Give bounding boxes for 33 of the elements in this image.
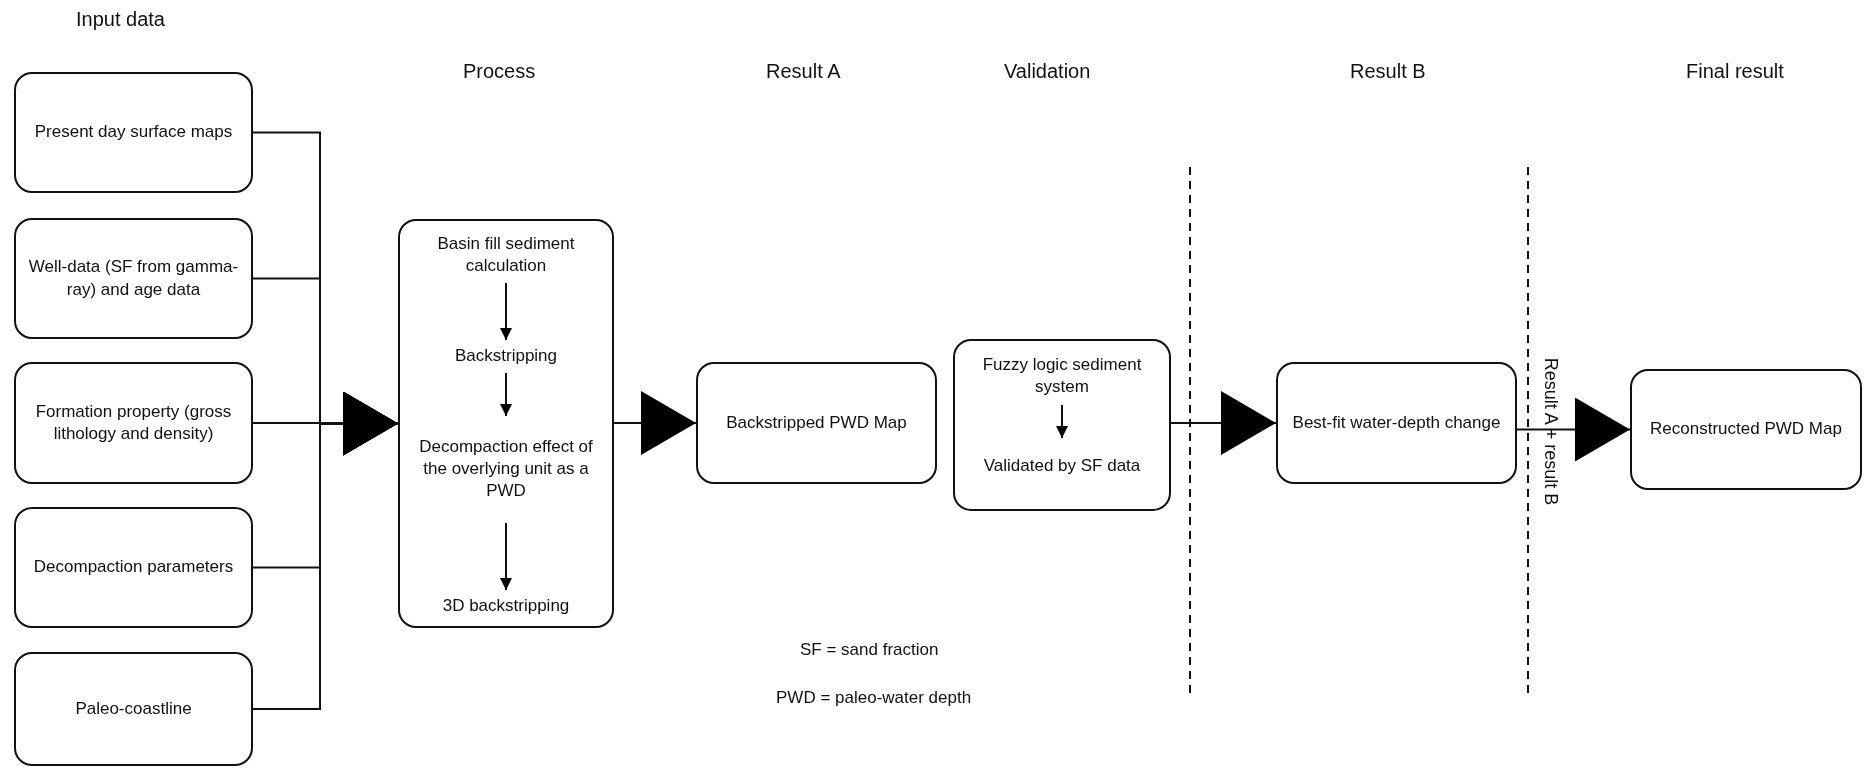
process-box [953, 339, 1171, 511]
process-box: Backstripped PWD Map [696, 362, 937, 484]
process-box: Best-fit water-depth change [1276, 362, 1517, 484]
arrow [1056, 404, 1068, 439]
process-box: Reconstructed PWD Map [1630, 369, 1862, 490]
step-text: Validated by SF data [963, 439, 1161, 493]
note: SF = sand fraction [800, 640, 939, 660]
column-heading: Process [463, 60, 536, 83]
process-box: Paleo-coastline [14, 652, 253, 766]
step-text: 3D backstripping [410, 591, 602, 621]
process-box: Decompaction parameters [14, 507, 253, 628]
process-box: Formation property (gross lithology and density) [14, 362, 253, 484]
step-text: Fuzzy logic sediment system [963, 349, 1161, 403]
process-box [398, 219, 614, 628]
process-box: Present day surface maps [14, 72, 253, 193]
arrow [500, 282, 512, 341]
arrow [500, 522, 512, 591]
arrow [1516, 397, 1631, 462]
step-text: Decompaction effect of the overlying unit as a PWD [410, 417, 602, 521]
arrow [500, 372, 512, 417]
column-heading: Validation [1004, 60, 1091, 83]
process-box: Well-data (SF from gamma-ray) and age data [14, 218, 253, 339]
arrow [613, 391, 697, 455]
rotated-label: Result A + result B [1540, 357, 1562, 505]
step-text: Backstripping [410, 341, 602, 371]
column-heading: Result A [766, 60, 841, 83]
step-text: Basin fill sediment calculation [410, 229, 602, 281]
column-heading: Result B [1350, 60, 1426, 83]
column-heading: Input data [76, 8, 165, 31]
column-heading: Final result [1686, 60, 1784, 83]
arrow [252, 391, 399, 710]
arrow [1170, 391, 1277, 455]
note: PWD = paleo-water depth [776, 688, 972, 708]
